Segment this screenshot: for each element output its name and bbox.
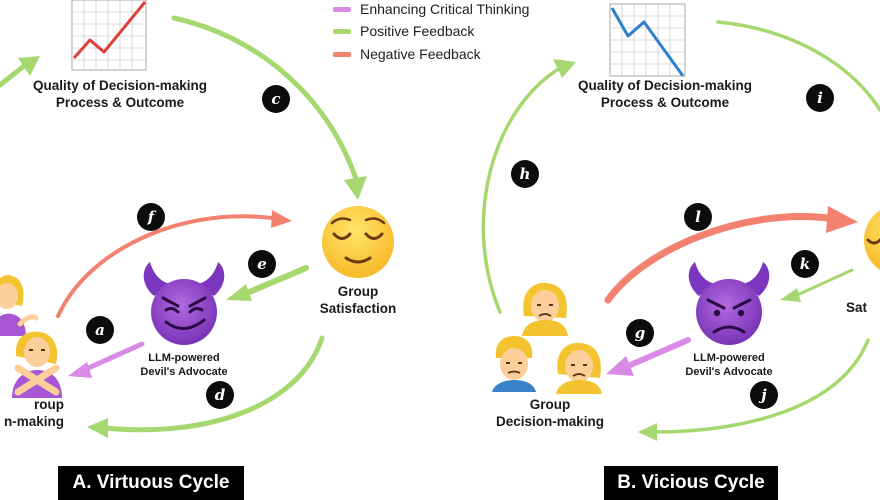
woman-gesturing-no-icon [12, 331, 62, 398]
group-label-line: Group [529, 397, 571, 412]
title-virtuous-cycle: A. Virtuous Cycle [58, 466, 244, 500]
relieved-face-icon-partial [864, 210, 880, 270]
quality-label-line: Quality of Decision-making [577, 78, 753, 93]
satisfaction-label-line: Satisfaction [319, 300, 397, 316]
arrow-a-enhancing-critical-thinking [68, 341, 145, 378]
blonde-man-icon [492, 336, 536, 392]
arrow-h-positive-feedback [481, 59, 576, 314]
quality-label-b: Quality of Decision-making Process & Out… [565, 78, 765, 112]
badge-j: j [750, 381, 778, 409]
arrow-e-positive-feedback [226, 265, 309, 301]
arrow-c-positive-feedback [171, 15, 367, 200]
woman-tipping-hand-icon [0, 275, 39, 336]
advocate-label-line: Devil's Advocate [140, 365, 228, 378]
group-label-a: roup n-making [0, 397, 64, 431]
badge-c: c [262, 85, 290, 113]
satisfaction-label-a: Group Satisfaction [303, 284, 413, 318]
falling-chart-icon [609, 3, 686, 77]
legend-label: Positive Feedback [360, 23, 475, 39]
legend-positive: Positive Feedback [333, 22, 474, 40]
badge-f: f [137, 203, 165, 231]
arrow-g-enhancing-critical-thinking [606, 337, 691, 376]
arrow-f-negative-feedback [56, 210, 292, 318]
badge-a: a [86, 316, 114, 344]
group-label-b: Group Decision-making [480, 397, 620, 431]
badge-d: d [206, 381, 234, 409]
arrow-i-positive-feedback [716, 20, 880, 112]
satisfaction-label-b: Sat [846, 300, 880, 317]
badge-i: i [806, 84, 834, 112]
arrow-l-negative-feedback [604, 206, 858, 304]
group-label-line: Decision-making [495, 413, 605, 429]
arrow-k-positive-feedback [780, 268, 854, 302]
rising-chart-icon [71, 0, 147, 71]
blonde-woman-icon-2 [556, 342, 602, 394]
relieved-face-icon [322, 206, 394, 278]
quality-label-line: Process & Outcome [600, 94, 730, 110]
title-vicious-cycle: B. Vicious Cycle [604, 466, 778, 500]
advocate-label-b: LLM-powered Devil's Advocate [679, 352, 779, 380]
advocate-label-line: Devil's Advocate [685, 365, 773, 378]
badge-h: h [511, 160, 539, 188]
legend-enhancing: Enhancing Critical Thinking [333, 0, 529, 18]
satisfaction-label-line: Sat [846, 300, 868, 315]
legend-label: Enhancing Critical Thinking [360, 1, 530, 17]
quality-label-a: Quality of Decision-making Process & Out… [20, 78, 220, 112]
advocate-label-line: LLM-powered [148, 352, 220, 364]
angry-devil-icon [688, 262, 770, 345]
arrow-d-positive-feedback [87, 335, 325, 438]
arrow-topleft-positive-feedback [0, 56, 40, 88]
badge-k: k [791, 250, 819, 278]
legend-negative: Negative Feedback [333, 45, 481, 63]
group-label-line: n-making [3, 413, 64, 429]
smiling-devil-icon [143, 262, 225, 345]
badge-g: g [626, 319, 654, 347]
legend-swatch [333, 28, 351, 34]
legend-swatch [333, 51, 351, 57]
badge-e: e [248, 250, 276, 278]
satisfaction-label-line: Group [337, 284, 379, 299]
legend-swatch [333, 6, 351, 12]
arrow-j-positive-feedback [638, 338, 870, 441]
advocate-label-line: LLM-powered [693, 352, 765, 364]
quality-label-line: Process & Outcome [55, 94, 185, 110]
blonde-woman-icon [522, 282, 568, 336]
advocate-label-a: LLM-powered Devil's Advocate [134, 352, 234, 380]
badge-l: l [684, 203, 712, 231]
quality-label-line: Quality of Decision-making [32, 78, 208, 93]
group-label-line: roup [34, 397, 64, 412]
legend-label: Negative Feedback [360, 46, 481, 62]
